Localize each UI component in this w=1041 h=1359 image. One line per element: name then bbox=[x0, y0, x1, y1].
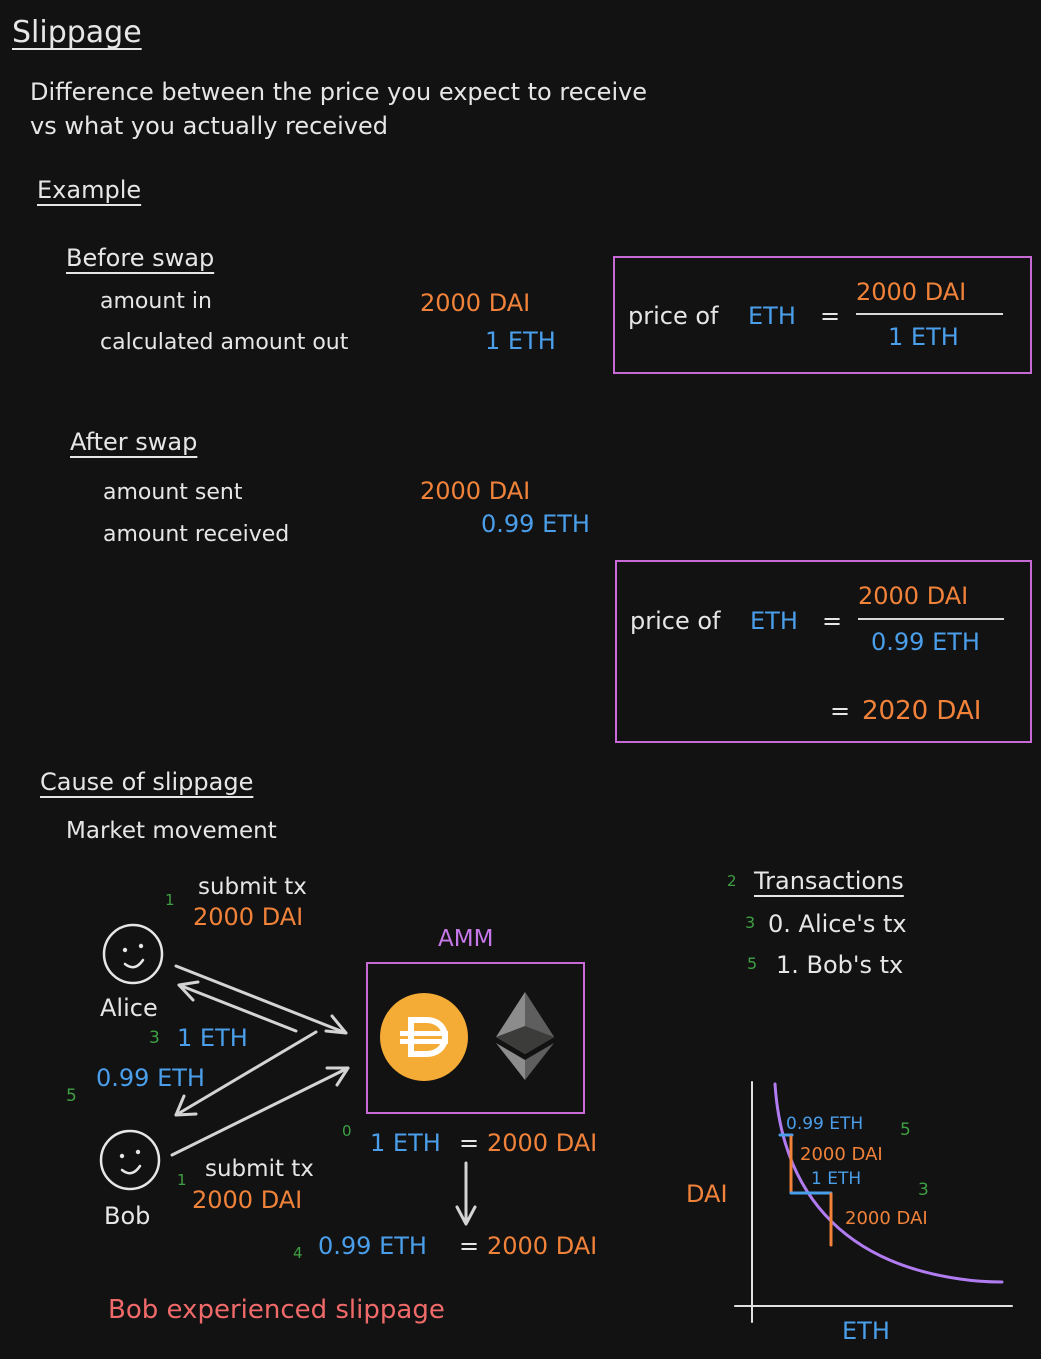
alice-receive-step: 3 bbox=[149, 1028, 160, 1048]
eth-logo-icon bbox=[496, 992, 554, 1080]
price-before-token: ETH bbox=[748, 302, 796, 330]
curve-y-axis-label: DAI bbox=[686, 1180, 728, 1208]
amm-box bbox=[366, 962, 585, 1114]
before-swap-heading: Before swap bbox=[66, 244, 215, 272]
definition-line-2: vs what you actually received bbox=[30, 112, 388, 140]
cause-subheading: Market movement bbox=[66, 818, 277, 844]
bob-to-amm-arrow bbox=[170, 1066, 350, 1157]
price-before-label: price of bbox=[628, 302, 719, 330]
amm-price-after-step: 4 bbox=[293, 1244, 303, 1262]
definition-line-1: Difference between the price you expect … bbox=[30, 78, 648, 106]
amm-price-before-eth: 1 ETH bbox=[370, 1129, 441, 1157]
price-before-equals: = bbox=[820, 302, 841, 330]
amount-received-value: 0.99 ETH bbox=[481, 510, 590, 538]
amount-sent-label: amount sent bbox=[103, 480, 243, 505]
transaction-step-1: 5 bbox=[747, 954, 758, 973]
price-after-result: 2020 DAI bbox=[862, 696, 982, 726]
example-heading: Example bbox=[37, 176, 142, 204]
transactions-step: 2 bbox=[727, 872, 737, 890]
transaction-item-1: 1. Bob's tx bbox=[776, 951, 904, 979]
alice-face-icon bbox=[102, 923, 164, 985]
after-swap-heading: After swap bbox=[70, 428, 198, 456]
alice-receive-amount: 1 ETH bbox=[177, 1024, 248, 1052]
price-before-box bbox=[613, 256, 1032, 374]
amm-label: AMM bbox=[438, 926, 494, 952]
bob-action: submit tx bbox=[205, 1156, 314, 1182]
curve-bob-eth: 0.99 ETH bbox=[786, 1114, 864, 1134]
amm-to-alice-arrow bbox=[177, 983, 298, 1033]
bob-face-icon bbox=[99, 1129, 161, 1191]
curve-alice-step: 3 bbox=[918, 1180, 929, 1200]
bob-receive-amount: 0.99 ETH bbox=[96, 1064, 205, 1092]
conclusion-text: Bob experienced slippage bbox=[108, 1295, 445, 1325]
curve-bob-step: 5 bbox=[900, 1120, 911, 1140]
amm-price-after-eth: 0.99 ETH bbox=[318, 1232, 427, 1260]
alice-amount: 2000 DAI bbox=[193, 903, 304, 931]
alice-name: Alice bbox=[100, 994, 158, 1022]
bob-name: Bob bbox=[104, 1202, 151, 1230]
transaction-item-0: 0. Alice's tx bbox=[768, 910, 907, 938]
price-after-numerator: 2000 DAI bbox=[858, 582, 969, 610]
alice-action: submit tx bbox=[198, 874, 307, 900]
cause-heading: Cause of slippage bbox=[40, 768, 254, 796]
curve-alice-eth: 1 ETH bbox=[811, 1169, 862, 1189]
curve-alice-dai: 2000 DAI bbox=[845, 1208, 928, 1229]
amm-price-before-equals: = bbox=[459, 1129, 480, 1157]
price-after-label: price of bbox=[630, 607, 721, 635]
price-after-equals: = bbox=[822, 607, 843, 635]
price-before-denominator: 1 ETH bbox=[888, 323, 959, 351]
amount-out-label: calculated amount out bbox=[100, 330, 349, 355]
dai-logo-icon bbox=[380, 993, 468, 1081]
page-title: Slippage bbox=[12, 15, 142, 50]
bob-receive-step: 5 bbox=[66, 1086, 77, 1106]
price-after-token: ETH bbox=[750, 607, 798, 635]
amm-price-before-dai: 2000 DAI bbox=[487, 1129, 598, 1157]
amount-in-value: 2000 DAI bbox=[420, 289, 531, 317]
price-after-result-equals: = bbox=[830, 697, 851, 725]
alice-to-amm-arrow bbox=[174, 964, 348, 1035]
amm-price-before-step: 0 bbox=[342, 1122, 352, 1140]
amm-to-bob-arrow bbox=[174, 1030, 318, 1117]
price-before-numerator: 2000 DAI bbox=[856, 278, 967, 306]
amount-out-value: 1 ETH bbox=[485, 327, 556, 355]
price-after-fraction-bar bbox=[858, 618, 1004, 620]
amm-price-after-dai: 2000 DAI bbox=[487, 1232, 598, 1260]
price-curve bbox=[773, 1082, 1004, 1284]
curve-bob-dai: 2000 DAI bbox=[800, 1144, 883, 1165]
price-after-denominator: 0.99 ETH bbox=[871, 628, 980, 656]
price-after-box bbox=[615, 560, 1032, 743]
amm-price-after-equals: = bbox=[459, 1232, 480, 1260]
amount-in-label: amount in bbox=[100, 289, 212, 314]
price-before-fraction-bar bbox=[856, 313, 1003, 315]
amount-received-label: amount received bbox=[103, 522, 290, 547]
alice-step: 1 bbox=[165, 891, 175, 909]
amount-sent-value: 2000 DAI bbox=[420, 477, 531, 505]
bob-amount: 2000 DAI bbox=[192, 1186, 303, 1214]
transactions-heading: Transactions bbox=[754, 867, 904, 895]
curve-x-axis-label: ETH bbox=[842, 1317, 890, 1345]
transaction-step-0: 3 bbox=[745, 913, 756, 932]
bob-step: 1 bbox=[177, 1171, 187, 1189]
